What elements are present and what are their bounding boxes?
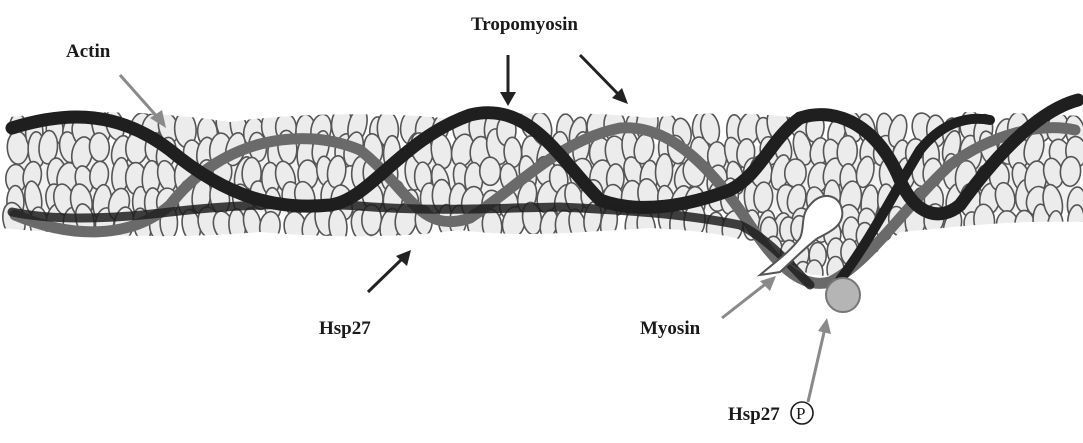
label-tropomyosin: Tropomyosin: [471, 14, 578, 35]
label-hsp27-phospho: Hsp27: [728, 404, 780, 425]
label-myosin: Myosin: [640, 318, 701, 339]
actin-bead: [861, 263, 878, 289]
tropomyosin-arrow-2: [580, 55, 620, 96]
actin-bead: [995, 210, 1019, 240]
label-actin: Actin: [66, 41, 111, 62]
hsp27-arrow: [368, 258, 403, 292]
label-phospho-symbol: P: [796, 404, 805, 423]
actin-bead: [480, 157, 501, 186]
actin-bead: [89, 132, 110, 162]
myosin-arrowhead: [760, 276, 776, 291]
tropomyosin-arrowhead-1: [500, 92, 516, 106]
actin-bead: [784, 159, 807, 188]
phospho-hsp27-ball: [826, 278, 860, 312]
myosin-arrow: [722, 282, 768, 318]
hsp27-phospho-arrowhead: [818, 318, 831, 334]
label-hsp27: Hsp27: [319, 318, 371, 339]
actin-bead: [258, 211, 282, 243]
hsp27-phospho-arrow: [808, 328, 825, 402]
